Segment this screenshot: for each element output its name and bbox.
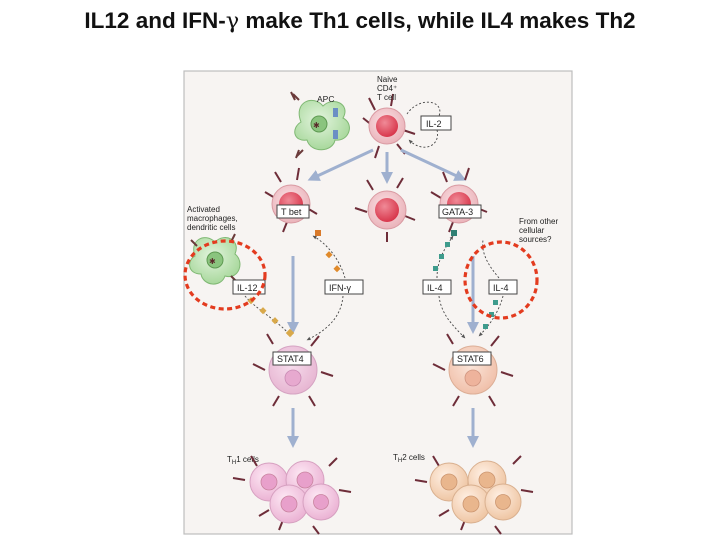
th2-cells-label: TH2 cells (393, 453, 425, 464)
th-differentiation-diagram: ✱ APC Naive CD4⁺ T cell IL-2 T bet GATA-… (183, 70, 573, 535)
il2-box (420, 115, 452, 131)
il4-highlight-circle (463, 240, 539, 320)
ifng-box (324, 279, 364, 295)
th1-cell-cluster (232, 455, 352, 535)
th2-cell-cluster (414, 455, 534, 535)
arrow-naive-to-tbet (307, 148, 374, 181)
il4-left-box (422, 279, 452, 295)
other-sources-line2: cellular (519, 226, 545, 235)
th-differentiation-figure: ✱ APC Naive CD4⁺ T cell IL-2 T bet GATA-… (183, 70, 573, 535)
gata3-label: GATA-3 (442, 207, 473, 217)
activated-macrophage: ✱ (189, 233, 241, 285)
naive-label-line1: Naive (377, 75, 398, 84)
activated-label-line1: Activated (187, 205, 220, 214)
center-t-cell (354, 177, 416, 242)
il12-label: IL-12 (237, 283, 258, 293)
th1-cells-label: TH1 cells (227, 455, 259, 466)
naive-label-line2: CD4⁺ (377, 84, 397, 93)
tbet-box (276, 204, 310, 219)
il4-right-cytokine-path (478, 239, 504, 337)
title-suffix: make Th1 cells, while IL4 makes Th2 (239, 8, 636, 33)
slide-title: IL12 and IFN-γ make Th1 cells, while IL4… (0, 8, 720, 34)
svg-text:✱: ✱ (313, 121, 320, 130)
naive-t-cell (362, 93, 416, 159)
il2-label: IL-2 (426, 119, 442, 129)
gata3-box (438, 204, 482, 219)
il12-box (232, 279, 266, 295)
il12-highlight-circle (183, 239, 267, 311)
apc-label: APC (317, 94, 334, 104)
other-sources-line3: sources? (519, 235, 552, 244)
stat4-label: STAT4 (277, 354, 304, 364)
naive-label-line3: T cell (377, 93, 396, 102)
apc-cell: ✱ (290, 91, 350, 159)
il4-left-label: IL-4 (427, 283, 443, 293)
stat6-label: STAT6 (457, 354, 484, 364)
title-gamma-symbol: γ (225, 8, 240, 34)
arrow-naive-to-gata3 (400, 148, 467, 181)
ifng-label: IFN-γ (329, 283, 351, 293)
activated-label-line3: dendritic cells (187, 223, 235, 232)
tbet-label: T bet (281, 207, 302, 217)
title-prefix: IL12 and IFN- (84, 8, 226, 33)
activated-label-line2: macrophages, (187, 214, 238, 223)
il4-left-cytokine-path (433, 230, 466, 339)
il2-loop-down (408, 129, 438, 148)
svg-text:✱: ✱ (209, 257, 216, 266)
il4-right-box (488, 279, 518, 295)
other-sources-line1: From other (519, 217, 558, 226)
ifng-cytokine-path (306, 230, 346, 341)
il4-right-label: IL-4 (493, 283, 509, 293)
stat4-box (272, 351, 312, 366)
il2-loop-up (406, 101, 441, 117)
stat6-box (452, 351, 492, 366)
